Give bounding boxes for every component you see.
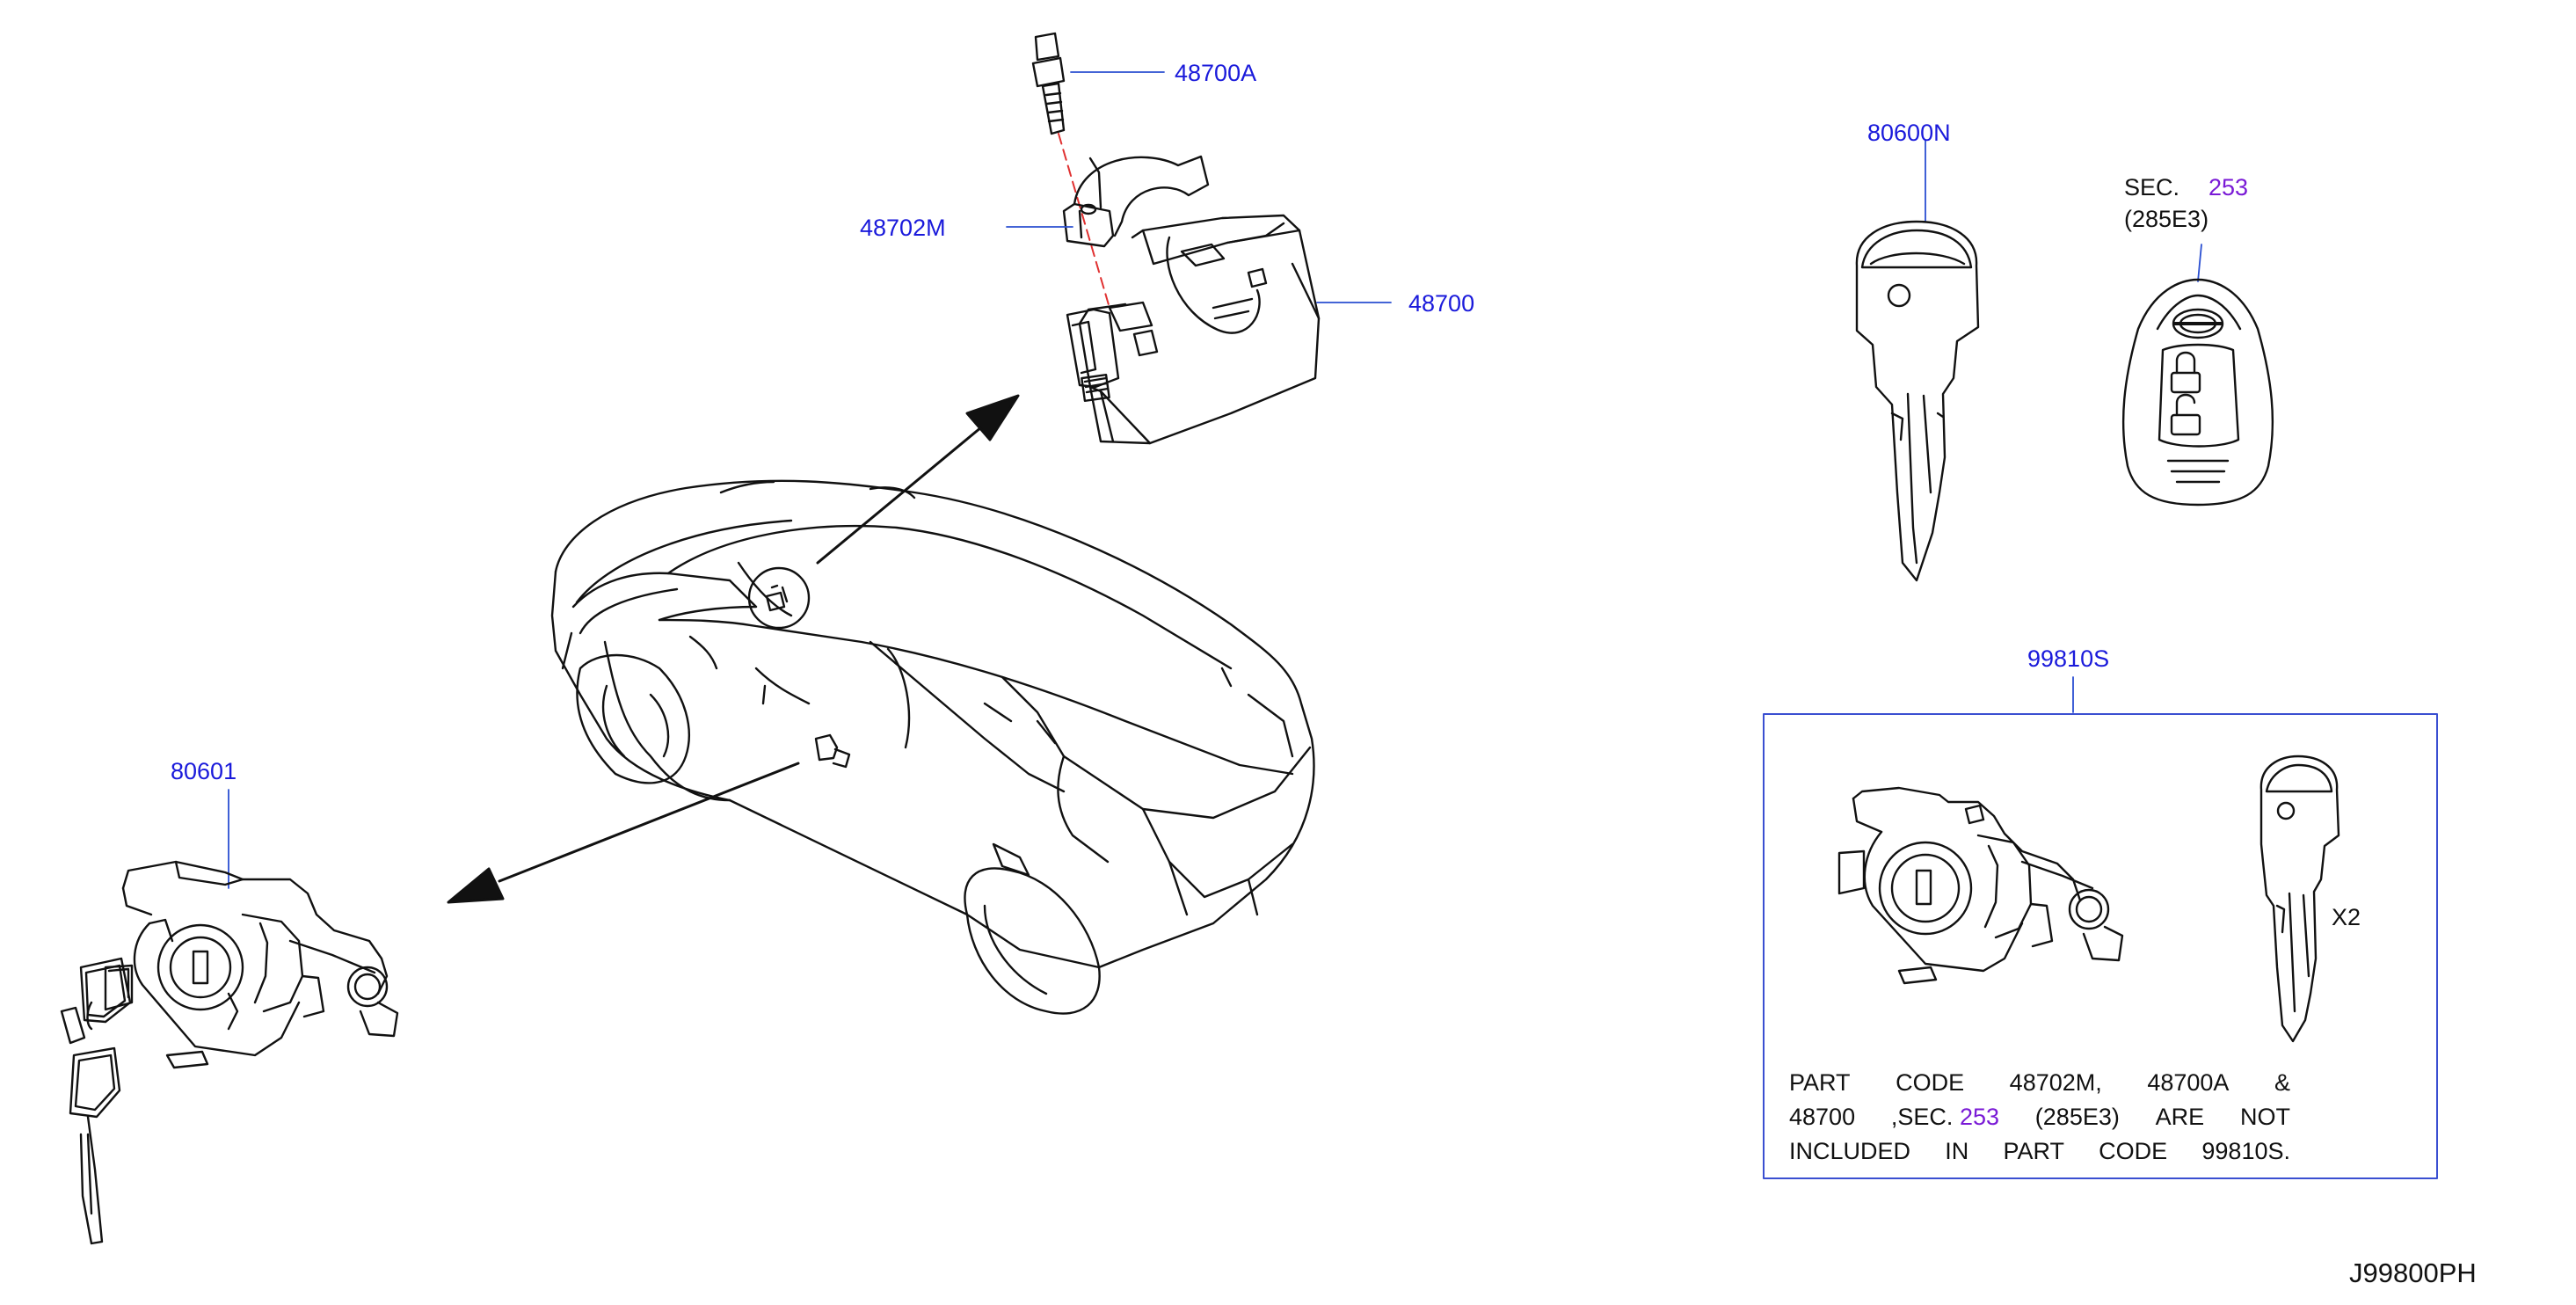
sec-label: SEC. (2124, 174, 2180, 200)
callout-48700a[interactable]: 48700A (1175, 60, 1257, 86)
car-icon (550, 479, 1315, 1015)
kit-key-icon (2259, 755, 2340, 1043)
key-icon (60, 957, 132, 1245)
kit-cylinder-icon (1837, 786, 2124, 985)
callout-48700[interactable]: 48700 (1408, 290, 1475, 317)
kit-note: PART CODE 48702M, 48700A & 48700 ,SEC. 2… (1789, 1066, 2290, 1169)
steering-lock-icon (1066, 214, 1321, 445)
key-blank-icon (1855, 220, 1980, 582)
kit-box (1763, 713, 2438, 1179)
callout-80601[interactable]: 80601 (171, 758, 237, 784)
callout-80600n[interactable]: 80600N (1867, 120, 1951, 146)
clamp-icon (1062, 155, 1210, 248)
bolt-icon (1031, 32, 1066, 135)
kit-quantity: X2 (2332, 904, 2361, 930)
note-sec-253-link[interactable]: 253 (1959, 1104, 1999, 1130)
sec-253-link[interactable]: 253 (2209, 174, 2249, 200)
bolt-axis-line (1058, 133, 1110, 309)
door-lock-cylinder-icon (104, 860, 399, 1069)
diagram-code: J99800PH (2349, 1258, 2477, 1288)
arrow-to-steering-lock (816, 394, 1020, 565)
leader-sec-253 (2197, 244, 2202, 282)
smart-key-fob-icon (2121, 278, 2274, 507)
sec-subcode: (285E3) (2124, 206, 2209, 232)
callout-48702m[interactable]: 48702M (860, 215, 946, 241)
note-line-3: INCLUDED IN PART CODE 99810S. (1789, 1138, 2290, 1164)
note-line-1: PART CODE 48702M, 48700A & (1789, 1069, 2290, 1096)
arrow-to-door-cylinder (447, 762, 800, 904)
callout-99810s[interactable]: 99810S (2027, 645, 2110, 672)
note-line-2: 48700 ,SEC. 253 (285E3) ARE NOT (1789, 1100, 2290, 1134)
